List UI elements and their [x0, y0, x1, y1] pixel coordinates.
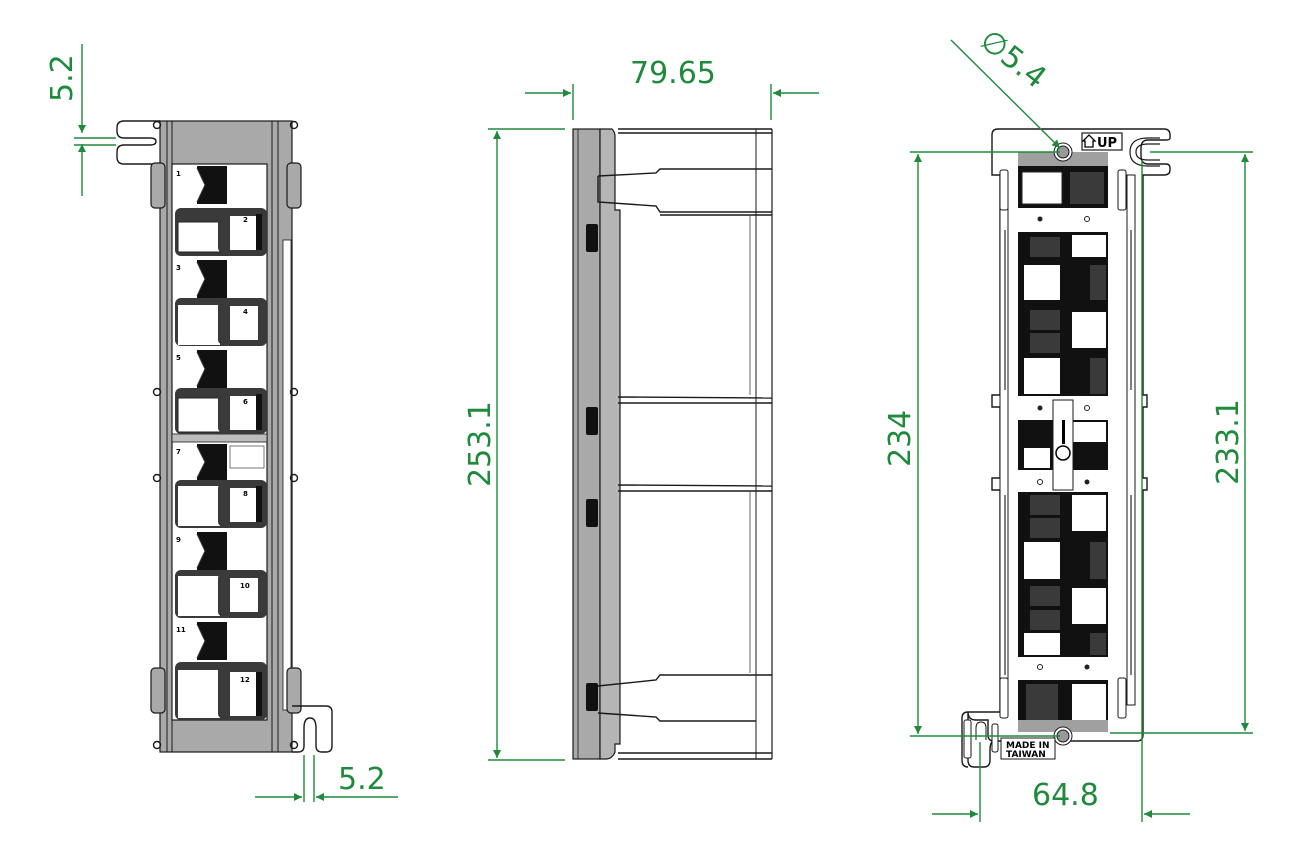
- top-mounting-slot: [116, 120, 160, 165]
- port-number: 5: [176, 354, 181, 362]
- bottom-mounting-slot: [292, 705, 333, 753]
- side-view: [572, 128, 773, 760]
- made-in-taiwan-marking: [1000, 737, 1056, 760]
- rear-view: UP: [961, 128, 1171, 768]
- dimension-label: 253.1: [463, 401, 498, 487]
- dimension-rear-width: 64.8: [932, 160, 1190, 822]
- up-arrow-icon: [1081, 134, 1097, 148]
- port-rows: 1 2 3 4 5: [175, 166, 267, 720]
- dimension-label: ∅5.4: [973, 23, 1053, 96]
- port-number: 3: [176, 264, 181, 272]
- ul-mark-icon: [1055, 445, 1071, 461]
- up-label: UP: [1097, 136, 1117, 151]
- port-number: 6: [243, 398, 248, 406]
- port-number: 11: [176, 626, 186, 634]
- port-number: 10: [240, 582, 250, 590]
- port-number: 2: [243, 216, 248, 224]
- made-in-label: MADE IN: [1006, 741, 1050, 751]
- port-number: 4: [243, 308, 248, 316]
- port-number: 12: [240, 676, 250, 684]
- taiwan-label: TAIWAN: [1006, 750, 1046, 760]
- port-number: 9: [176, 536, 181, 544]
- port-number: 1: [176, 170, 181, 178]
- dimension-slot-spacing: 233.1: [1110, 151, 1253, 734]
- dimension-slot-top: 5.2: [45, 44, 116, 196]
- port-number: 8: [243, 490, 248, 498]
- dimension-height-side: 253.1: [463, 128, 565, 761]
- dimension-hole-spacing: 234: [883, 151, 1060, 737]
- dimension-label: 5.2: [45, 54, 80, 102]
- dimension-slot-bottom: 5.2: [255, 755, 398, 802]
- port-number: 7: [176, 448, 181, 456]
- front-view: 1 2 3 4 5: [116, 120, 333, 753]
- dimension-label: 79.65: [630, 56, 716, 91]
- dimension-depth: 79.65: [525, 56, 819, 120]
- dimension-label: 234: [883, 410, 918, 467]
- dimension-label: 233.1: [1211, 399, 1246, 485]
- dimension-label: 5.2: [338, 762, 386, 797]
- dimension-label: 64.8: [1032, 778, 1099, 813]
- center-plate: [1052, 399, 1074, 491]
